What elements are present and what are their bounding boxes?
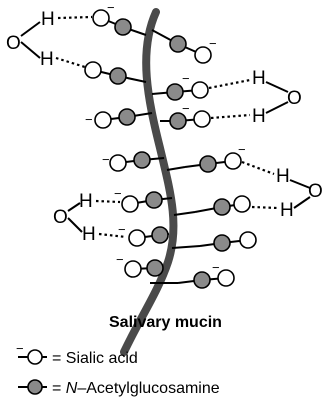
hydrogen-atom: H xyxy=(252,106,266,127)
sialic-acid-residue xyxy=(224,152,242,170)
sialic-acid-residue xyxy=(94,111,112,129)
sugar-chain-right-2: − xyxy=(151,71,209,101)
oxygen-atom: O xyxy=(53,207,68,228)
legend-glcnac-rest: –Acetylglucosamine xyxy=(77,380,219,397)
sugar-chain-left-2 xyxy=(84,61,147,85)
glcnac-residue xyxy=(145,191,163,209)
sugar-chain-right-4: − xyxy=(166,142,246,173)
glcnac-residue xyxy=(213,198,231,216)
sugar-chain-left-7: − xyxy=(116,252,164,278)
charge-label: − xyxy=(209,36,217,51)
legend-equals: = xyxy=(52,380,66,397)
glcnac-legend-symbol xyxy=(27,379,43,395)
sugar-chain-bottom-right: − xyxy=(150,260,235,289)
charge-label: − xyxy=(102,152,110,167)
mucin-backbone xyxy=(120,8,178,356)
glcnac-residue xyxy=(151,226,169,244)
oxygen-atom: O xyxy=(287,88,302,109)
glcnac-residue xyxy=(199,155,217,173)
glcnac-residue xyxy=(169,35,187,53)
legend-n-italic: N xyxy=(66,380,78,397)
diagram-caption: Salivary mucin xyxy=(109,314,222,331)
sialic-acid-residue xyxy=(92,9,110,27)
glcnac-residue xyxy=(169,112,187,130)
legend-sialic-acid: − = Sialic acid xyxy=(16,341,138,367)
sugar-chain-right-6 xyxy=(171,231,257,252)
sialic-acid-residue xyxy=(194,46,212,64)
oxygen-atom: O xyxy=(308,181,323,202)
oxygen-atom: O xyxy=(6,33,21,54)
sialic-acid-residue xyxy=(217,269,235,287)
sugar-chain-right-5 xyxy=(173,195,251,216)
charge-label: − xyxy=(114,186,122,201)
sugar-chain-left-4: − xyxy=(102,151,165,172)
hydrogen-atom: H xyxy=(276,166,290,187)
hydrogen-atom: H xyxy=(41,9,55,30)
sialic-acid-residue xyxy=(233,195,251,213)
charge-label: − xyxy=(182,71,190,86)
glcnac-residue xyxy=(114,18,132,36)
sialic-acid-residue xyxy=(239,231,257,249)
water-molecule-upper-left: O H H xyxy=(6,9,93,70)
legend-charge-label: − xyxy=(16,341,24,356)
legend-glcnac: = N–Acetylglucosamine xyxy=(18,379,220,397)
water-molecule-lower-left: O H H xyxy=(53,191,127,245)
sugar-chain-left-5: − xyxy=(114,186,173,213)
legend-glcnac-text: = N–Acetylglucosamine xyxy=(52,380,220,397)
hydrogen-atom: H xyxy=(280,200,294,221)
hydrogen-atom: H xyxy=(82,224,96,245)
sialic-acid-residue xyxy=(193,110,211,128)
charge-label: − xyxy=(182,101,190,116)
sugar-chain-left-6: − xyxy=(118,222,170,247)
sugar-chain-upper-right: − xyxy=(151,29,217,64)
sugar-chain-upper-left: − xyxy=(92,0,147,36)
legend-sialic-acid-text: = Sialic acid xyxy=(52,350,138,367)
glcnac-residue xyxy=(166,83,184,101)
sialic-acid-residue xyxy=(124,260,142,278)
sialic-acid-residue xyxy=(191,81,209,99)
charge-label: − xyxy=(212,260,220,275)
glcnac-residue xyxy=(133,151,151,169)
hydrogen-atom: H xyxy=(79,191,93,212)
charge-label: − xyxy=(116,252,124,267)
charge-label: − xyxy=(85,112,93,127)
sialic-acid-residue xyxy=(84,61,102,79)
glcnac-residue xyxy=(193,271,211,289)
charge-label: − xyxy=(118,222,126,237)
sugar-chain-right-3: − xyxy=(160,101,211,130)
water-molecule-upper-right: H O H xyxy=(208,68,302,127)
sialic-acid-residue xyxy=(121,195,139,213)
hydrogen-atom: H xyxy=(40,49,54,70)
water-molecule-middle-right: H O H xyxy=(241,160,323,221)
glcnac-residue xyxy=(146,259,164,277)
glcnac-residue xyxy=(118,108,136,126)
sialic-acid-legend-symbol xyxy=(27,349,43,365)
sugar-chain-left-3: − xyxy=(85,108,153,129)
charge-label: − xyxy=(238,142,246,157)
glcnac-residue xyxy=(213,234,231,252)
hydrogen-atom: H xyxy=(252,68,266,89)
sialic-acid-residue xyxy=(109,154,127,172)
glcnac-residue xyxy=(109,67,127,85)
sialic-acid-residue xyxy=(128,229,146,247)
charge-label: − xyxy=(107,0,115,15)
